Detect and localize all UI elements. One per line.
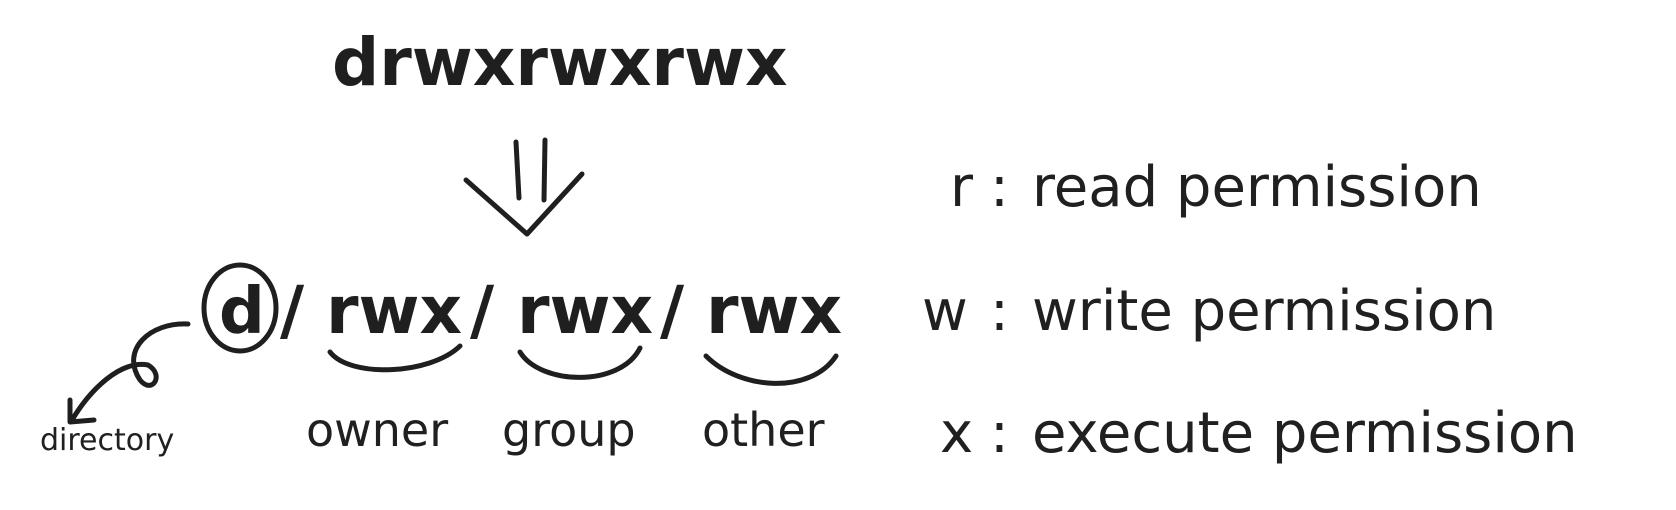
brace-curve xyxy=(703,353,839,386)
separator-slash: / xyxy=(660,272,685,349)
group-perms: rwx xyxy=(517,272,654,349)
circle-outline xyxy=(201,262,279,354)
legend-text-execute: execute permission xyxy=(1032,401,1578,466)
brace-curve xyxy=(517,345,643,380)
group-label: group xyxy=(502,403,636,457)
legend-key-w: w xyxy=(922,279,968,344)
separator-slash: / xyxy=(470,272,495,349)
other-label: other xyxy=(702,403,825,457)
separator-slash: / xyxy=(280,272,305,349)
legend-text-read: read permission xyxy=(1032,155,1482,220)
owner-label: owner xyxy=(306,403,449,457)
legend-sep: : xyxy=(990,279,1009,344)
double-down-arrow-icon xyxy=(463,137,585,237)
owner-perms: rwx xyxy=(326,272,463,349)
legend-sep: : xyxy=(990,155,1009,220)
directory-label: directory xyxy=(40,423,175,458)
file-type-char: d xyxy=(219,275,265,349)
legend-key-r: r xyxy=(950,155,974,220)
curved-arrow-icon xyxy=(67,321,191,425)
brace-curve xyxy=(327,343,463,373)
legend-text-write: write permission xyxy=(1032,279,1497,344)
permission-string-title: drwxrwxrwx xyxy=(332,24,788,101)
legend-sep: : xyxy=(990,401,1009,466)
other-perms: rwx xyxy=(706,272,843,349)
legend-key-x: x xyxy=(940,401,974,466)
